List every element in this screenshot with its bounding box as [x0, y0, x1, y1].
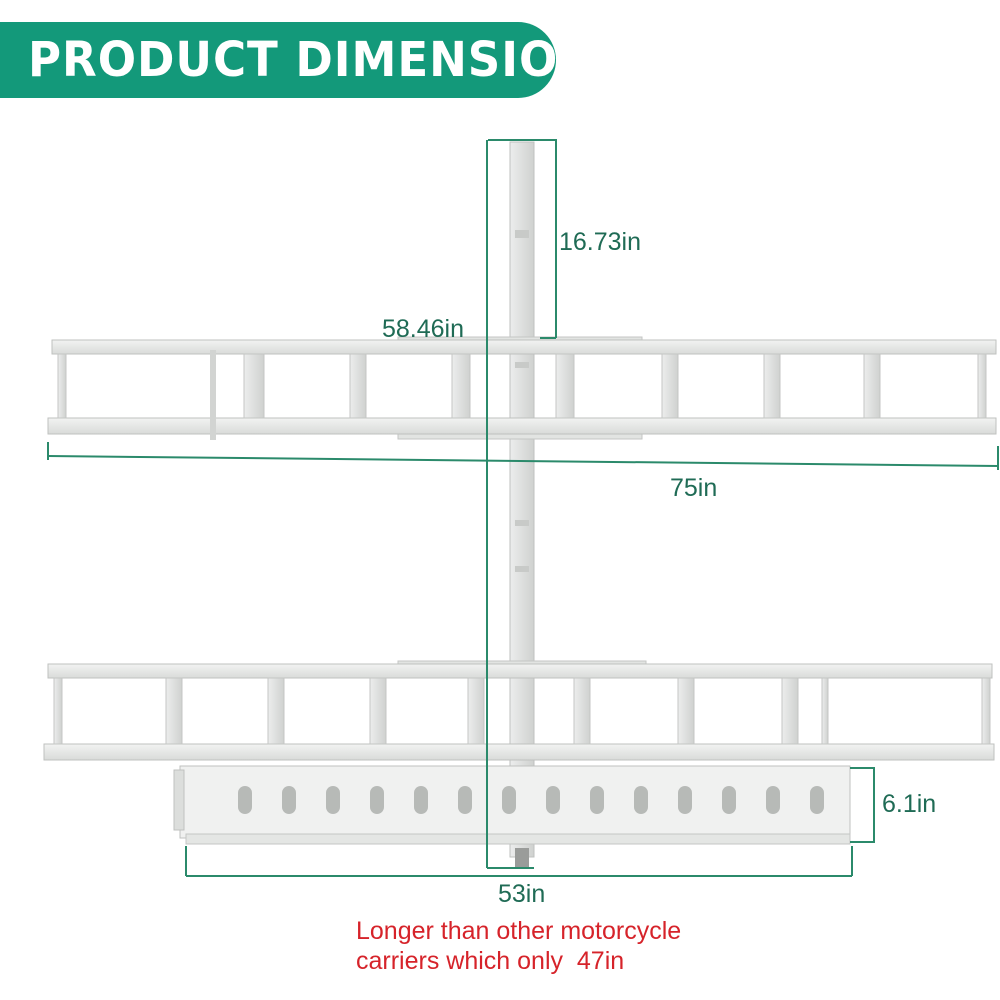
title-banner: PRODUCT DIMENSIONS: [0, 22, 629, 98]
note-line-2: carriers which only 47in: [356, 947, 625, 975]
upper-ramp: [47, 336, 997, 440]
total-width-label: 75in: [670, 474, 718, 502]
base-height-label: 6.1in: [882, 790, 937, 818]
total-height-label: 58.46in: [382, 315, 465, 343]
total-width-line: [47, 455, 999, 467]
base-height-line: [850, 767, 875, 843]
length-note: Longer than other motorcycle carriers wh…: [356, 916, 681, 976]
page-title: PRODUCT DIMENSIONS: [28, 32, 631, 88]
lower-ramp: [43, 660, 995, 761]
mast-height-label: 16.73in: [559, 228, 642, 256]
mast-height-line: [488, 139, 557, 338]
dimension-lines: [47, 139, 999, 877]
mast: [509, 141, 535, 868]
base-width-label: 53in: [498, 880, 546, 908]
note-line-1: Longer than other motorcycle: [356, 917, 682, 945]
hitch-base: [173, 765, 851, 845]
